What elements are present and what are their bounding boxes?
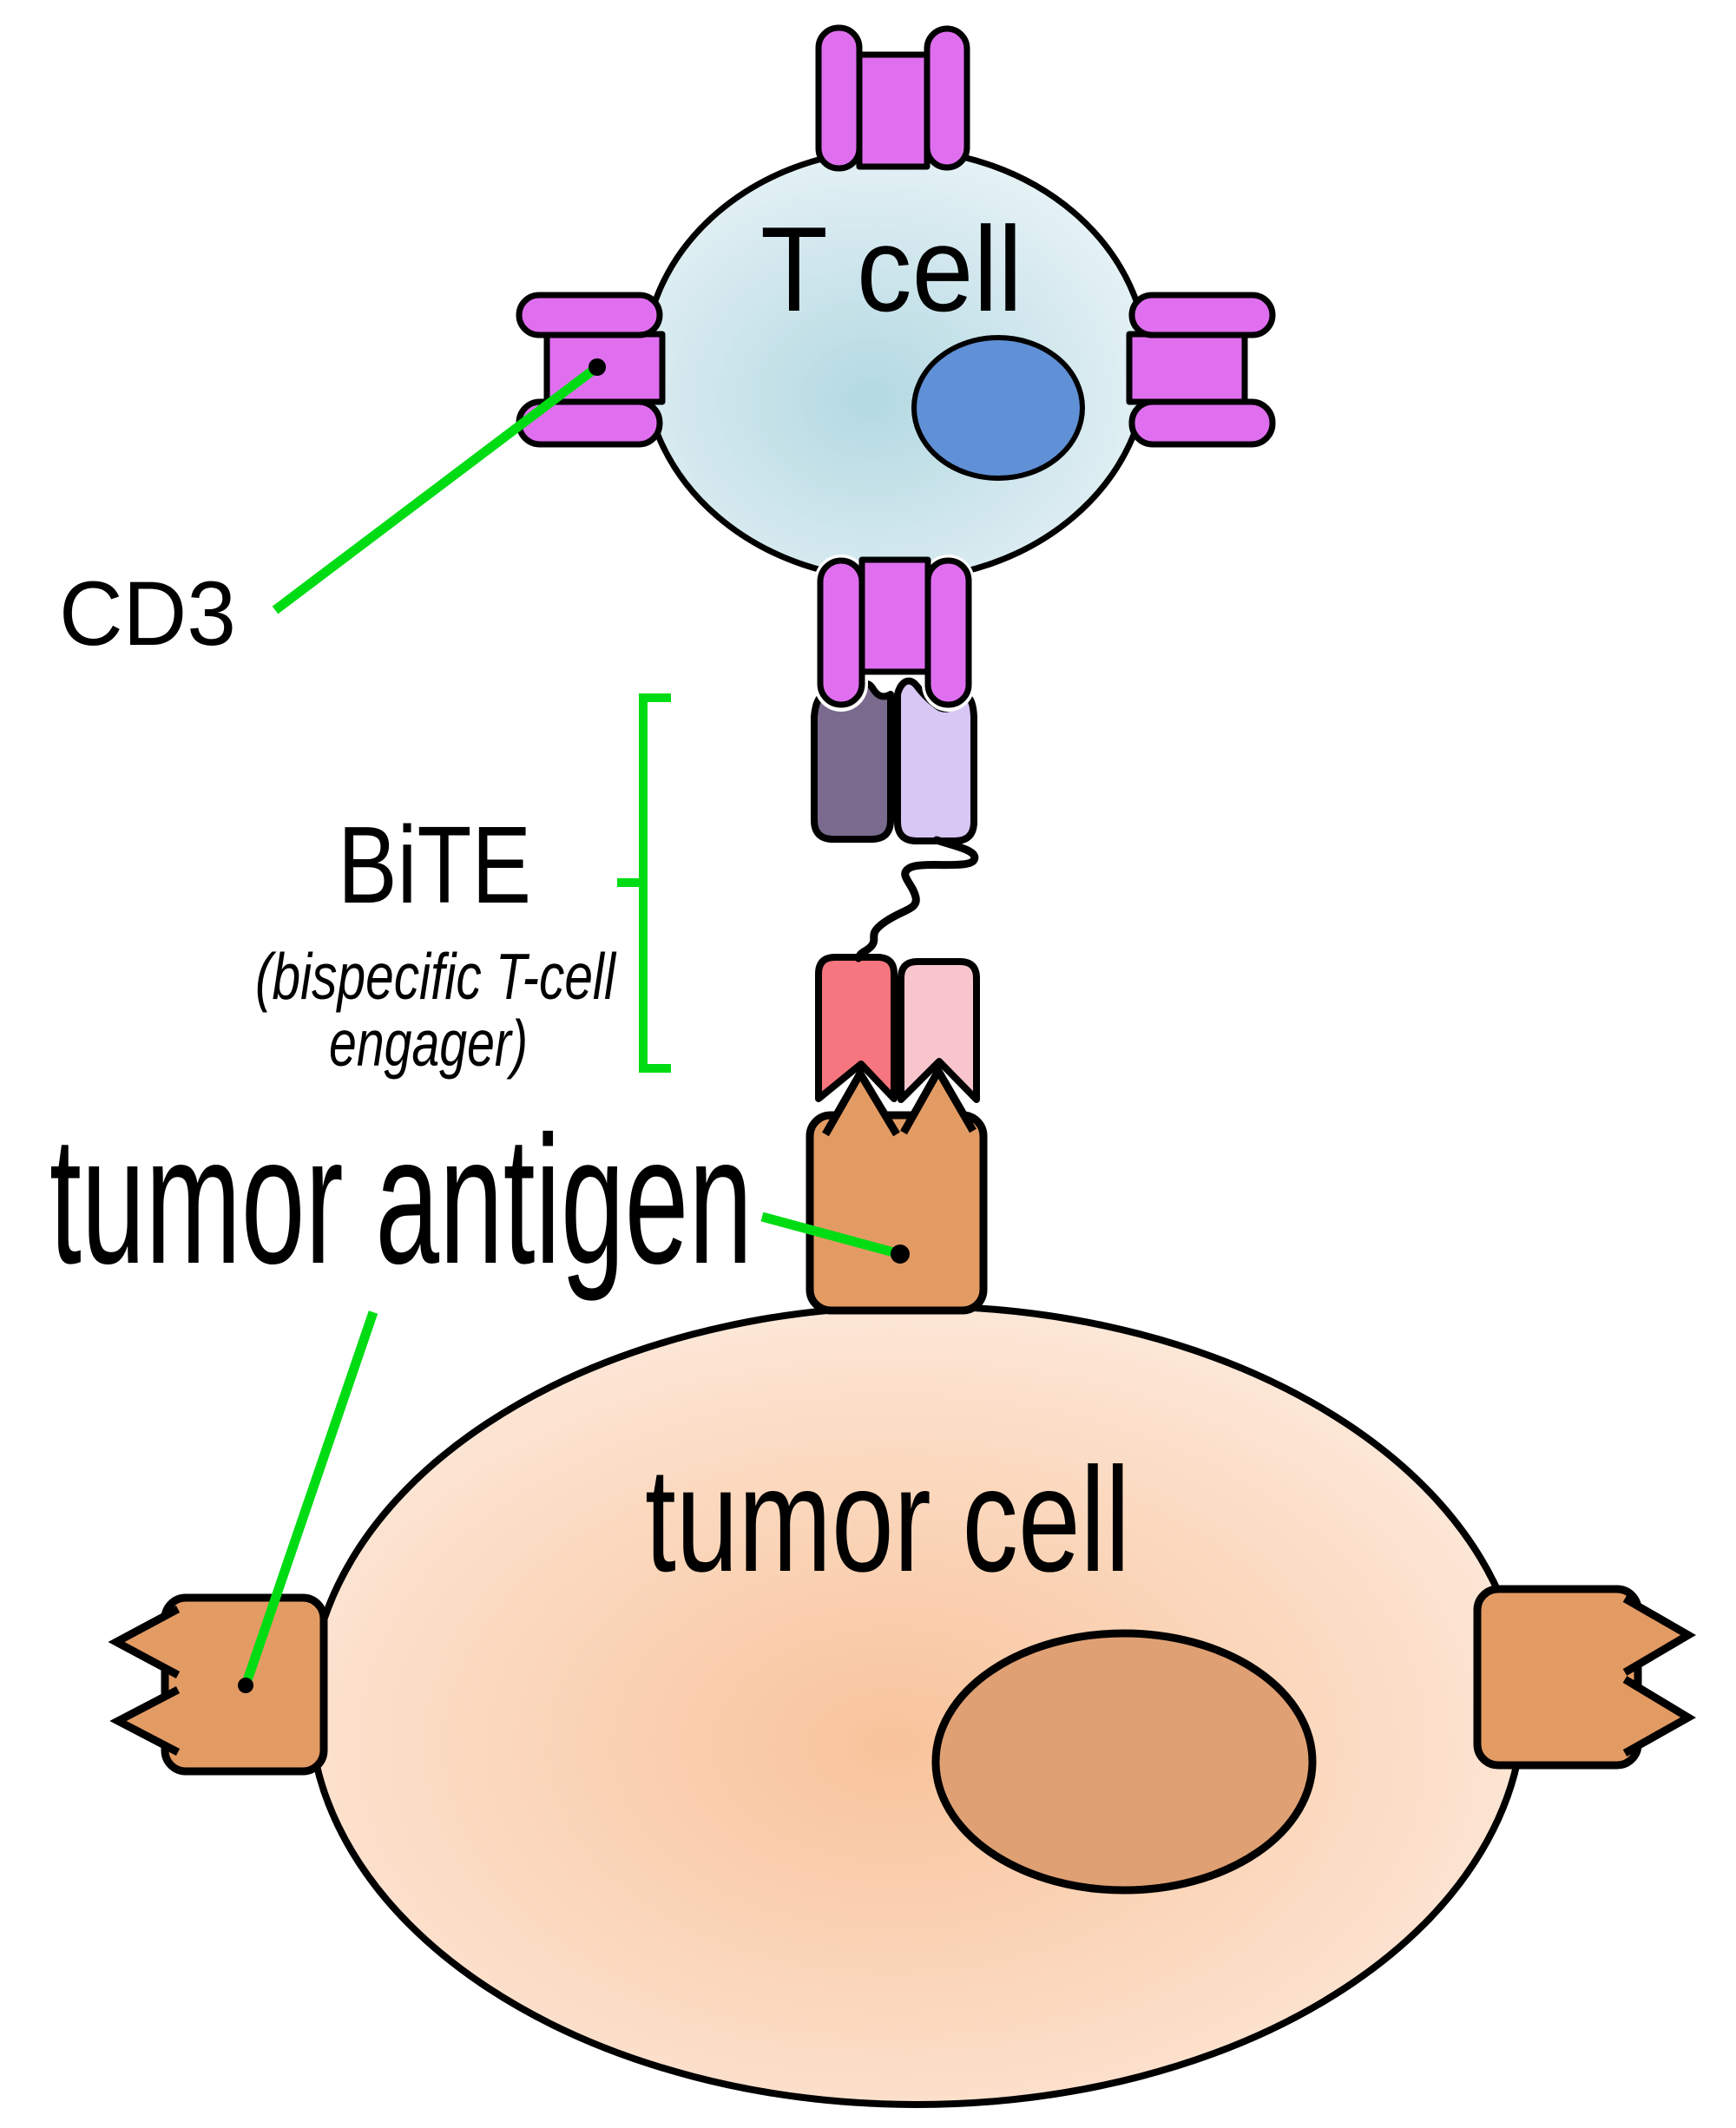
tumor-antigen-left-spike-2 — [109, 1686, 181, 1756]
tumor-cell-nucleus — [931, 1629, 1317, 1895]
cd3-receptor-top-stalk-right — [924, 25, 970, 171]
bite-subtitle-line1: (bispecific T-cell — [255, 940, 617, 1013]
tumor-antigen-top-spike-1 — [822, 1066, 900, 1137]
tumor-antigen-pointer-dot-top — [891, 1245, 910, 1264]
tumor-antigen-top-spike-2 — [900, 1062, 976, 1135]
tumor-cell-label: tumor cell — [645, 1437, 1130, 1603]
annotation-bite: BiTE (bispecific T-cell engager) — [255, 693, 671, 1080]
t-cell-nucleus — [911, 335, 1085, 481]
t-cell: T cell — [641, 146, 1151, 583]
bite-bracket — [617, 693, 671, 1073]
bite-anti-tumor-scfv-light — [898, 958, 980, 1103]
cd3-receptor-top-stalk-left — [815, 24, 863, 172]
bite-anti-tumor-scfv-dark — [815, 954, 898, 1102]
tumor-antigen-left-spike-1 — [108, 1606, 181, 1678]
tumor-antigen-top-body — [806, 1111, 988, 1315]
cd3-receptor-right — [1126, 292, 1276, 448]
bite-label: BiTE — [338, 804, 531, 926]
t-cell-label: T cell — [760, 202, 1023, 337]
tumor-antigen-pointer-line-left — [240, 1310, 378, 1687]
cd3-receptor-left-stalk-top — [516, 292, 663, 338]
cd3-pointer-line — [272, 363, 601, 614]
bite-linker — [854, 836, 979, 962]
tumor-antigen-left — [108, 1593, 328, 1776]
annotation-cd3: CD3 — [59, 358, 606, 665]
cd3-receptor-top — [815, 24, 970, 172]
cd3-receptor-top-base — [856, 51, 930, 170]
cd3-receptor-bottom — [817, 556, 972, 708]
cd3-receptor-right-base — [1126, 331, 1248, 405]
tumor-antigen-right-spike-1 — [1622, 1595, 1696, 1676]
cd3-receptor-right-stalk-bottom — [1128, 398, 1276, 448]
cd3-receptor-bottom-base — [858, 556, 931, 675]
tumor-antigen-label: tumor antigen — [49, 1098, 753, 1302]
cd3-pointer-dot — [589, 358, 606, 376]
tumor-antigen-pointer-line-top — [760, 1212, 902, 1259]
tumor-antigen-top — [806, 1062, 988, 1315]
tumor-antigen-right-body — [1473, 1585, 1642, 1770]
tumor-antigen-right — [1473, 1585, 1696, 1770]
tumor-cell-body — [306, 1303, 1527, 2108]
tumor-cell: tumor cell — [306, 1303, 1527, 2108]
cd3-receptor-right-stalk-top — [1128, 292, 1276, 338]
cd3-label: CD3 — [59, 563, 236, 665]
bite-subtitle-line2: engager) — [329, 1007, 528, 1080]
tumor-antigen-right-spike-2 — [1622, 1676, 1696, 1757]
cd3-receptor-bottom-stalk-right — [924, 557, 972, 708]
annotation-tumor-antigen: tumor antigen — [49, 1098, 910, 1693]
cd3-receptor-left — [516, 292, 666, 448]
cd3-receptor-bottom-stalk-left — [817, 557, 865, 708]
tumor-antigen-pointer-dot-left — [238, 1678, 253, 1693]
